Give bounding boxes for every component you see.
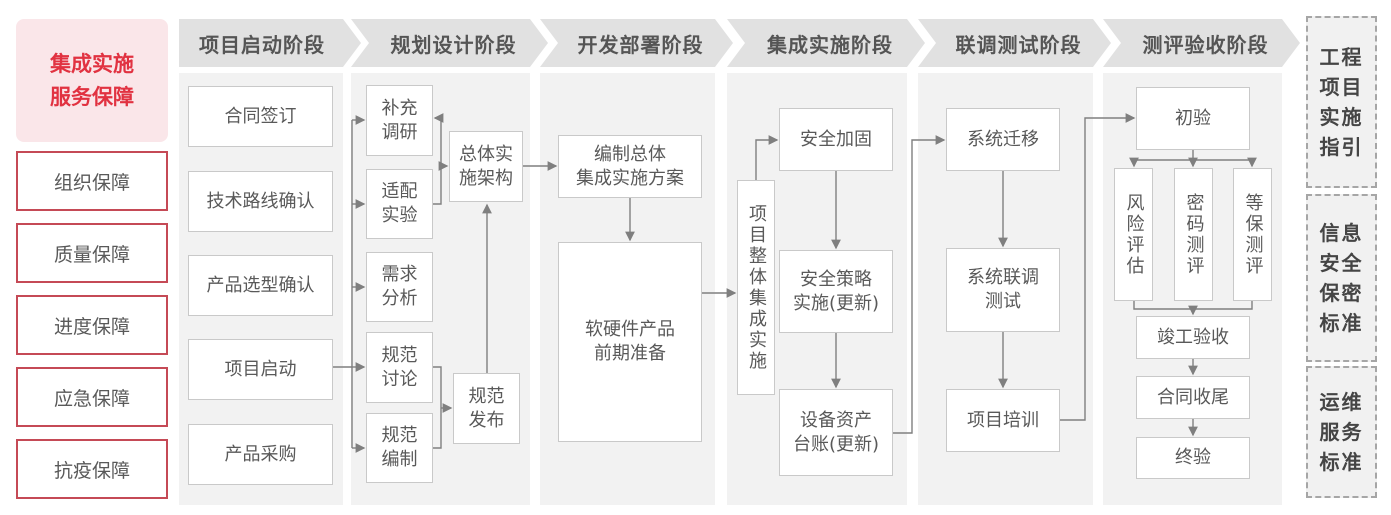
phase-header-label: 规划设计阶段 xyxy=(390,32,517,57)
guarantee-quality: 质量保障 xyxy=(16,223,168,283)
phase-header-label: 测评验收阶段 xyxy=(1142,32,1269,57)
standard-om-service: 运维服务标准 xyxy=(1306,366,1377,498)
flow-box-project-overall-integration: 项目整体集成实施 xyxy=(737,180,775,395)
flow-box-product-selection-confirm: 产品选型确认 xyxy=(188,255,333,316)
guarantee-emergency: 应急保障 xyxy=(16,367,168,427)
phase-header-label: 项目启动阶段 xyxy=(199,32,325,57)
standard-project-implementation-guide: 工程项目实施指引 xyxy=(1306,16,1377,188)
phase-header-acceptance: 测评验收阶段 xyxy=(1103,19,1300,67)
flow-box-product-procurement: 产品采购 xyxy=(188,424,333,485)
phase-header-label: 开发部署阶段 xyxy=(577,32,704,57)
flow-box-contract-closure: 合同收尾 xyxy=(1136,376,1250,419)
phase-header-development: 开发部署阶段 xyxy=(540,19,733,67)
flow-box-project-kickoff: 项目启动 xyxy=(188,339,333,400)
guarantee-organization: 组织保障 xyxy=(16,151,168,211)
flow-box-tech-route-confirm: 技术路线确认 xyxy=(188,171,333,232)
phase-header-integration: 集成实施阶段 xyxy=(727,19,925,67)
standard-label: 运维服务标准 xyxy=(1319,390,1364,474)
flow-box-asset-ledger-update: 设备资产 台账(更新) xyxy=(779,389,893,476)
flow-box-spec-drafting: 规范 编制 xyxy=(366,413,433,483)
flow-box-hw-sw-preparation: 软硬件产品 前期准备 xyxy=(558,242,702,442)
flow-box-security-hardening: 安全加固 xyxy=(779,108,893,171)
diagram-title: 集成实施 服务保障 xyxy=(16,19,168,142)
flow-box-risk-assessment: 风险评估 xyxy=(1114,168,1153,301)
flow-box-security-policy-impl: 安全策略 实施(更新) xyxy=(779,250,893,333)
standard-label: 工程项目实施指引 xyxy=(1319,45,1364,159)
flow-box-compile-overall-plan: 编制总体 集成实施方案 xyxy=(558,135,702,198)
flow-box-completion-acceptance: 竣工验收 xyxy=(1136,316,1250,359)
flow-box-supplementary-research: 补充 调研 xyxy=(366,85,433,156)
standard-info-security-confidentiality: 信息安全保密标准 xyxy=(1306,194,1377,362)
phase-header-planning: 规划设计阶段 xyxy=(351,19,548,67)
flow-box-contract-signing: 合同签订 xyxy=(188,86,333,147)
phase-header-kickoff: 项目启动阶段 xyxy=(179,19,361,67)
flow-box-spec-discussion: 规范 讨论 xyxy=(366,332,433,403)
phase-header-label: 集成实施阶段 xyxy=(767,32,893,57)
guarantee-epidemic: 抗疫保障 xyxy=(16,439,168,499)
flow-box-crypto-evaluation: 密码测评 xyxy=(1174,168,1213,301)
flow-box-adaptation-test: 适配 实验 xyxy=(366,169,433,239)
flow-box-requirement-analysis: 需求 分析 xyxy=(366,252,433,322)
flow-box-joint-debug-test: 系统联调 测试 xyxy=(946,248,1060,332)
flow-box-final-acceptance: 终验 xyxy=(1136,437,1250,479)
standard-label: 信息安全保密标准 xyxy=(1319,221,1364,335)
flow-box-system-migration: 系统迁移 xyxy=(946,108,1060,171)
flow-box-spec-release: 规范 发布 xyxy=(453,373,520,444)
phase-header-label: 联调测试阶段 xyxy=(955,32,1082,57)
flow-box-classified-protection-eval: 等保测评 xyxy=(1233,168,1272,301)
flow-box-project-training: 项目培训 xyxy=(946,389,1060,452)
phase-header-testing: 联调测试阶段 xyxy=(918,19,1111,67)
flow-box-preliminary-acceptance: 初验 xyxy=(1136,87,1250,150)
flow-box-overall-impl-architecture: 总体实 施架构 xyxy=(449,131,523,202)
guarantee-schedule: 进度保障 xyxy=(16,295,168,355)
